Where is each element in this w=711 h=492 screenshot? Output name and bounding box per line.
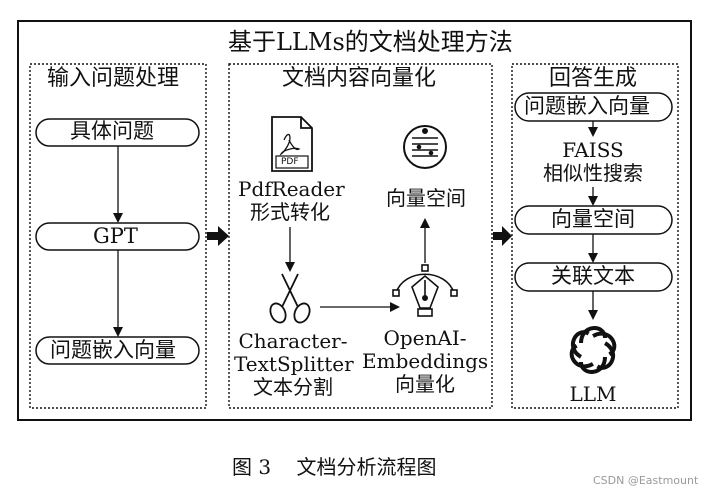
section-title-vectorize: 文档内容向量化 [282, 66, 437, 91]
label-splitter-line1: Character- [238, 329, 348, 353]
outer-frame [17, 20, 692, 421]
label-pdfreader-line2: 形式转化 [250, 200, 330, 224]
label-embeddings-line2: Embeddings [362, 349, 489, 373]
label-splitter-line2: TextSplitter [234, 352, 354, 376]
scissors-icon [269, 273, 311, 324]
section-title-input: 输入问题处理 [47, 66, 180, 91]
diagram-title: 基于LLMs的文档处理方法 [228, 28, 513, 56]
pdf-icon-label: PDF [281, 157, 299, 167]
pill-question-embedding-left [35, 336, 200, 365]
label-embeddings: OpenAI- Embeddings 向量化 [362, 327, 488, 396]
label-gpt: GPT [93, 224, 138, 248]
label-embeddings-line1: OpenAI- [383, 326, 467, 350]
label-llm: LLM [569, 382, 617, 406]
label-faiss-line1: FAISS [562, 138, 624, 162]
block-arrow-mid-to-right [493, 226, 512, 246]
openai-logo-icon [569, 326, 617, 374]
label-question-embedding-right: 问题嵌入向量 [524, 94, 650, 118]
label-vector-space-mid: 向量空间 [386, 186, 466, 210]
figure-caption: 图 3 文档分析流程图 [232, 455, 437, 479]
watermark: CSDN @Eastmount [593, 474, 699, 487]
label-pdfreader: PdfReader 形式转化 [238, 177, 345, 224]
pdf-file-icon [271, 116, 313, 172]
label-embeddings-line3: 向量化 [395, 372, 455, 396]
pen-nib-bezier-icon [392, 264, 458, 317]
label-related-text: 关联文本 [551, 264, 635, 288]
section-input-frame [29, 63, 207, 409]
label-faiss-line2: 相似性搜索 [543, 161, 643, 185]
label-splitter: Character- TextSplitter 文本分割 [234, 329, 354, 399]
label-question-embedding-left: 问题嵌入向量 [50, 338, 176, 362]
label-vector-space-right: 向量空间 [551, 207, 635, 231]
label-pdfreader-line1: PdfReader [238, 177, 345, 201]
label-faiss: FAISS 相似性搜索 [530, 139, 656, 185]
label-specific-question: 具体问题 [70, 119, 154, 143]
label-splitter-line3: 文本分割 [253, 375, 333, 399]
vector-database-icon [403, 125, 447, 169]
block-arrow-left-to-mid [207, 226, 229, 246]
section-title-answer: 回答生成 [549, 66, 638, 91]
